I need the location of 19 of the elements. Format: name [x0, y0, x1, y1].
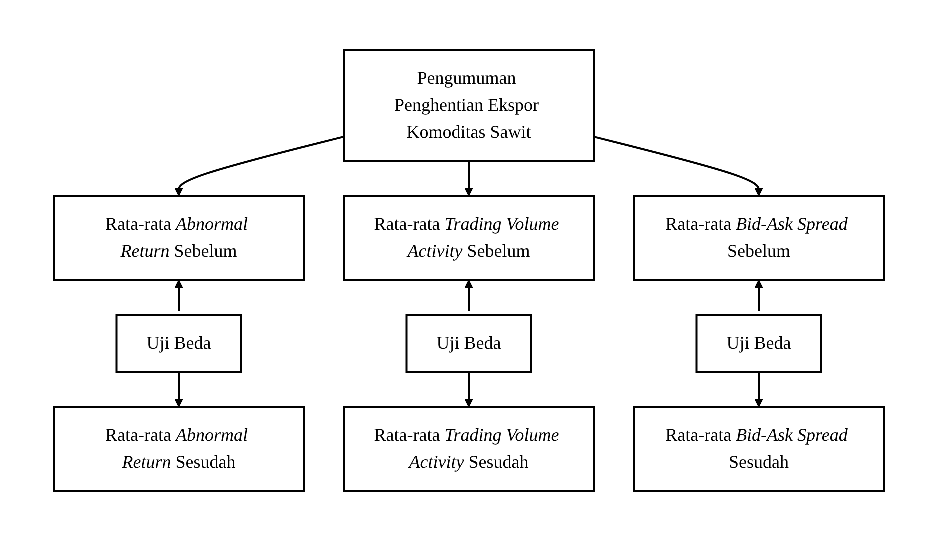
arrow [754, 280, 764, 310]
node-box: Rata-rata Bid-Ask Spread Sesudah [633, 406, 885, 492]
node-box: Uji Beda [696, 314, 822, 372]
node-box: Rata-rata Abnormal Return Sebelum [53, 194, 305, 280]
arrow [464, 372, 474, 407]
arrow [174, 280, 184, 310]
node-box: Pengumuman Penghentian Ekspor Komoditas Sawit [343, 48, 595, 162]
node-box: Rata-rata Abnormal Return Sesudah [53, 406, 305, 492]
node-box: Uji Beda [406, 314, 532, 372]
node-box: Rata-rata Trading Volume Activity Sesudah [343, 406, 595, 492]
node-box: Rata-rata Trading Volume Activity Sebelum [343, 194, 595, 280]
arrow [594, 136, 764, 196]
arrow [174, 372, 184, 407]
arrow [464, 280, 474, 310]
arrow [464, 160, 474, 196]
node-box: Uji Beda [116, 314, 242, 372]
arrow [174, 136, 344, 196]
node-box: Rata-rata Bid-Ask Spread Sebelum [633, 194, 885, 280]
arrow [754, 372, 764, 407]
